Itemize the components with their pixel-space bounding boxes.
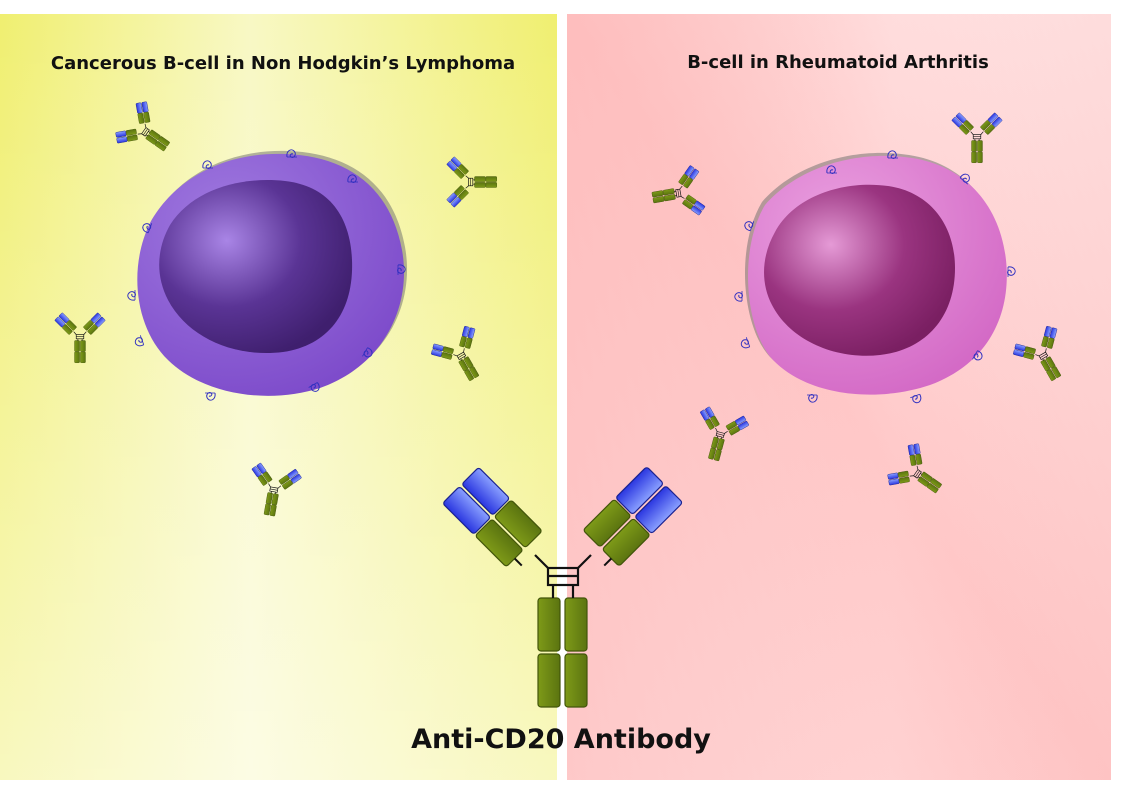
heavy-chain-stem — [537, 597, 561, 652]
cell-nucleus — [159, 180, 353, 354]
antibody-label: Anti-CD20 Antibody — [411, 724, 711, 755]
fab-arm-left — [443, 467, 542, 567]
left-panel-highlight — [0, 14, 557, 780]
heavy-chain-stem — [537, 653, 561, 708]
ra-b-cell — [734, 150, 1016, 405]
hinge-region — [534, 554, 592, 598]
right-panel-shade — [567, 14, 1111, 780]
left-panel-title: Cancerous B-cell in Non Hodgkin’s Lympho… — [51, 53, 515, 74]
cancerous-b-cell — [127, 149, 408, 401]
fab-arm-right — [583, 467, 683, 567]
left-panel — [0, 14, 557, 780]
heavy-chain-stem — [564, 597, 588, 652]
anti-cd20-antibody-large — [443, 467, 683, 708]
right-panel-title: B-cell in Rheumatoid Arthritis — [687, 52, 989, 73]
right-panel — [567, 14, 1111, 780]
cell-nucleus — [764, 184, 955, 356]
heavy-chain-stem — [564, 653, 588, 708]
